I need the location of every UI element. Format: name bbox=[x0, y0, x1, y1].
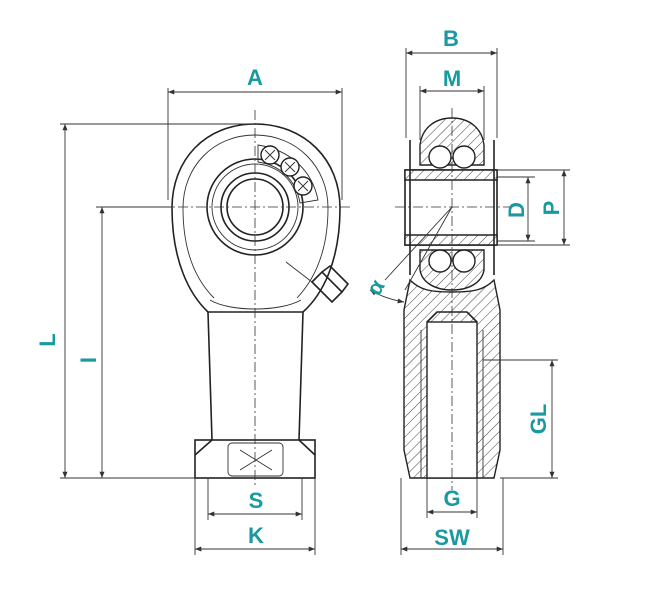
side-ball-top-left bbox=[428, 145, 452, 169]
front-hex-chamfer bbox=[194, 439, 316, 456]
label-B: B bbox=[443, 26, 459, 51]
label-S: S bbox=[249, 488, 264, 513]
grease-nipple bbox=[310, 264, 350, 304]
label-SW: SW bbox=[434, 525, 470, 550]
angle-line-1 bbox=[384, 206, 453, 281]
label-GL: GL bbox=[526, 404, 551, 435]
front-hex-cross bbox=[239, 449, 273, 471]
front-shank bbox=[207, 311, 304, 441]
label-I: I bbox=[76, 357, 101, 363]
front-ball-cage bbox=[257, 144, 319, 204]
side-inner-ring-top bbox=[404, 169, 498, 181]
angle-line-2 bbox=[404, 206, 453, 291]
label-L: L bbox=[35, 333, 60, 346]
label-P: P bbox=[539, 201, 564, 216]
front-view bbox=[160, 110, 352, 488]
label-D: D bbox=[504, 202, 529, 218]
grease-channel bbox=[285, 261, 313, 283]
label-G: G bbox=[443, 486, 460, 511]
angle-arc bbox=[369, 289, 405, 304]
side-ball-bottom-right bbox=[452, 249, 476, 273]
label-A: A bbox=[247, 65, 263, 90]
side-ball-bottom-left bbox=[428, 249, 452, 273]
front-neck-curve bbox=[209, 299, 302, 310]
dimensions bbox=[60, 48, 570, 555]
side-ball-top-right bbox=[452, 145, 476, 169]
side-view bbox=[369, 108, 510, 490]
front-ball-crosses bbox=[264, 149, 309, 192]
label-M: M bbox=[443, 66, 461, 91]
label-K: K bbox=[248, 523, 264, 548]
front-hex-flat bbox=[227, 442, 284, 477]
label-alpha: α bbox=[361, 275, 390, 300]
